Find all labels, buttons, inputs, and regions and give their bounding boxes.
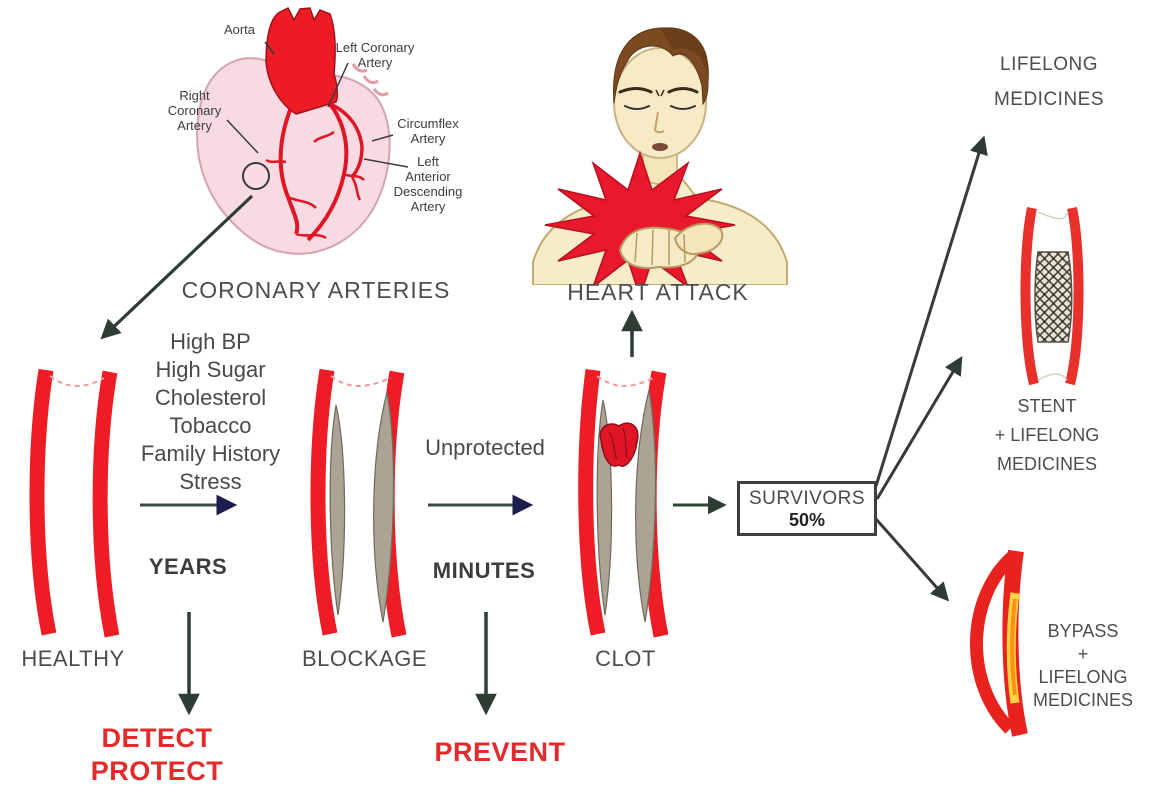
stent-mesh (1034, 251, 1073, 343)
risk-factor: Cholesterol (154, 385, 267, 410)
heart-attack-figure-icon (532, 27, 788, 285)
clot-artery-icon (578, 369, 669, 638)
healthy-artery-icon (29, 368, 120, 638)
risk-factors-list: High BP High Sugar Cholesterol Tobacco F… (118, 328, 303, 496)
healthy-label: HEALTHY (21, 646, 125, 671)
stent-artery-icon (1020, 206, 1084, 386)
unprotected-label: Unprotected (425, 435, 545, 460)
bypass-artery-icon (970, 549, 1028, 737)
arrow-to-medicines (874, 135, 988, 487)
stent-outcome-label: STENT + LIFELONG MEDICINES (994, 396, 1100, 474)
survivors-percent: 50% (788, 510, 826, 530)
clot-blob (599, 422, 639, 467)
survivors-box: SURVIVORS 50% (737, 481, 877, 536)
label-left-coronary-artery: Left Coronary Artery (335, 40, 415, 70)
arrow-to-stent (875, 356, 963, 500)
bypass-outcome-label: BYPASS + LIFELONG MEDICINES (1032, 621, 1133, 710)
label-aorta: Aorta (223, 22, 256, 37)
minutes-label: MINUTES (432, 558, 536, 583)
label-circumflex-artery: Circumflex Artery (397, 116, 459, 146)
risk-factor: Family History (140, 441, 281, 466)
detect-protect-label: DETECT PROTECT (90, 723, 224, 786)
clot-label: CLOT (595, 646, 656, 671)
risk-factor: Stress (179, 469, 242, 494)
lifelong-medicines-label: LIFELONG MEDICINES (993, 54, 1105, 110)
prevent-label: PREVENT (434, 737, 566, 767)
artery-site-circle-marker (242, 162, 270, 190)
blockage-label: BLOCKAGE (301, 646, 428, 671)
coronary-arteries-caption: CORONARY ARTERIES (181, 277, 451, 303)
risk-factor: Tobacco (169, 413, 252, 438)
survivors-label: SURVIVORS (748, 488, 866, 509)
risk-factor: High Sugar (155, 357, 266, 382)
blockage-artery-icon (310, 368, 407, 638)
arrow-to-bypass (874, 518, 950, 602)
risk-factor: High BP (170, 329, 251, 354)
label-left-anterior-descending-artery: Left Anterior Descending Artery (393, 154, 463, 214)
heart-attack-caption: HEART ATTACK (567, 279, 749, 305)
years-label: YEARS (148, 554, 228, 579)
bypass-graft (970, 552, 1017, 734)
label-right-coronary-artery: Right Coronary Artery (167, 88, 222, 133)
